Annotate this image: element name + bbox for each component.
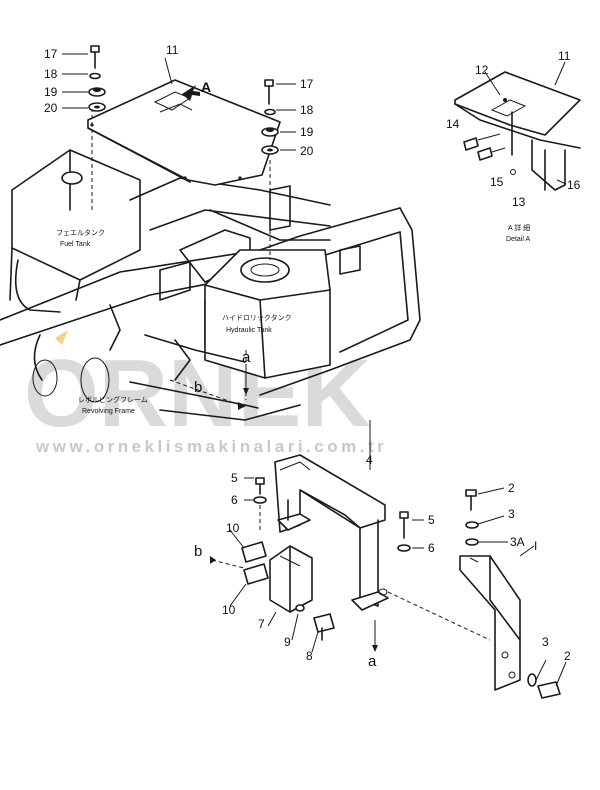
bolt-stack-left-drawing	[62, 45, 106, 112]
detail-a-caption-en: Detail A	[506, 236, 530, 243]
callout-18-left: 18	[44, 67, 58, 81]
revolving-frame-caption-jp: レボルビングフレーム	[78, 395, 148, 404]
callout-a-arrow: A	[201, 79, 211, 95]
callout-3-bottom: 3	[542, 635, 549, 649]
callout-10-upper: 10	[226, 521, 240, 535]
callout-11-detail: 11	[558, 49, 571, 63]
fuel-tank-caption-jp: フェエルタンク	[56, 228, 105, 237]
callout-b-upper: b	[194, 379, 202, 396]
hydraulic-tank-caption-jp: ハイドロリックタンク	[222, 313, 292, 322]
callout-9: 9	[284, 635, 291, 649]
callout-labels: 17 18 19 20 11 A 17 18 19 20 12 11 14 15…	[44, 43, 581, 670]
bolt-stack-right-drawing	[164, 57, 296, 155]
callout-2-top: 2	[508, 481, 515, 495]
callout-7: 7	[258, 617, 265, 631]
callout-15: 15	[490, 175, 504, 189]
callout-17-left: 17	[44, 47, 58, 61]
callout-19-left: 19	[44, 85, 58, 99]
callout-20-right: 20	[300, 144, 314, 158]
callout-2-bottom: 2	[564, 649, 571, 663]
plate-i-drawing	[459, 487, 567, 699]
callout-16: 16	[567, 178, 581, 192]
callout-3-top: 3	[508, 507, 515, 521]
callout-18-right: 18	[300, 103, 314, 117]
callout-20-left: 20	[44, 101, 58, 115]
upper-assembly-drawing	[0, 79, 421, 421]
callout-b-lower: b	[194, 543, 202, 560]
callout-5-right: 5	[428, 513, 435, 527]
callout-5-left: 5	[231, 471, 238, 485]
hydraulic-tank-caption-en: Hydraulic Tank	[226, 327, 272, 334]
callout-3a: 3A	[510, 535, 525, 549]
captions: フェエルタンク Fuel Tank ハイドロリックタンク Hydraulic T…	[56, 223, 530, 415]
revolving-frame-caption-en: Revolving Frame	[82, 408, 135, 415]
callout-17-right: 17	[300, 77, 314, 91]
callout-6-right: 6	[428, 541, 435, 555]
detail-a-drawing	[454, 61, 581, 191]
watermark-url: www.orneklismakinalari.com.tr	[35, 437, 387, 456]
support-bracket-drawing	[244, 420, 491, 652]
callout-11-main: 11	[166, 43, 179, 57]
callout-i: I	[534, 539, 537, 553]
clamp-drawing	[210, 529, 335, 653]
callout-4: 4	[366, 453, 373, 467]
callout-12: 12	[475, 63, 489, 77]
view-arrow-a	[182, 85, 200, 101]
callout-a-upper: a	[242, 349, 251, 366]
callout-6-left: 6	[231, 493, 238, 507]
fuel-tank-caption-en: Fuel Tank	[60, 241, 91, 248]
callout-8: 8	[306, 649, 313, 663]
callout-19-right: 19	[300, 125, 314, 139]
upper-leaders	[169, 368, 249, 410]
callout-14: 14	[446, 117, 460, 131]
callout-10-lower: 10	[222, 603, 236, 617]
callout-a-lower: a	[368, 653, 377, 670]
callout-13: 13	[512, 195, 526, 209]
detail-a-caption-jp: A 詳 細	[508, 223, 530, 232]
